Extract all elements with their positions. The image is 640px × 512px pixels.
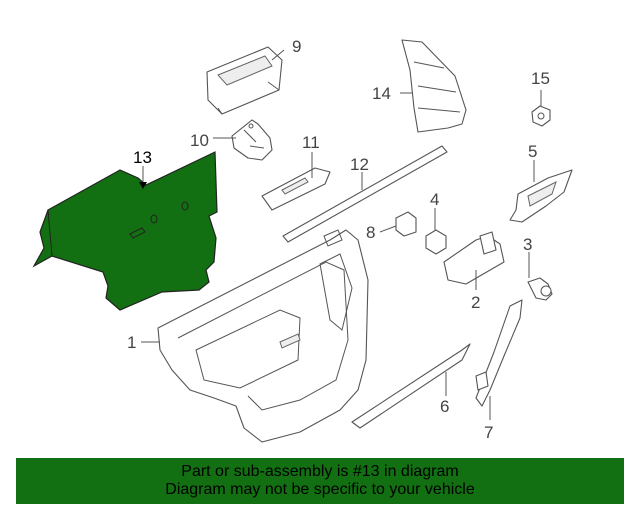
part-11-switch-plate[interactable]: [261, 167, 331, 211]
callout-5: 5: [528, 142, 537, 161]
callout-4: 4: [430, 190, 439, 209]
callout-14: 14: [372, 84, 391, 103]
part-13-panel[interactable]: [32, 151, 218, 311]
callout-3: 3: [523, 235, 532, 254]
callout-13: 13: [133, 148, 152, 167]
callout-6: 6: [440, 397, 449, 416]
part-15-nut[interactable]: [531, 105, 551, 127]
part-10-bracket[interactable]: [231, 119, 273, 161]
banner-line-1: Part or sub-assembly is #13 in diagram: [181, 463, 459, 480]
part-6-lower-strip[interactable]: [351, 343, 471, 429]
callout-2: 2: [471, 293, 480, 312]
part-7-pillar-trim[interactable]: [475, 299, 523, 407]
callout-11: 11: [302, 133, 320, 152]
part-1-door-panel[interactable]: [157, 229, 369, 443]
part-5-handle[interactable]: [509, 169, 573, 223]
callout-8: 8: [366, 223, 375, 242]
leader-lines: [139, 49, 542, 420]
part-13-hole: [181, 201, 189, 211]
part-4-plug[interactable]: [425, 229, 447, 255]
callout-10: 10: [190, 131, 209, 150]
part-3-screw[interactable]: [527, 277, 553, 301]
callout-12: 12: [350, 155, 369, 174]
callout-15: 15: [531, 69, 550, 88]
part-14-window-trim[interactable]: [401, 39, 467, 133]
banner-line-2: Diagram may not be specific to your vehi…: [165, 481, 475, 498]
callout-1: 1: [127, 333, 136, 352]
part-9-bezel[interactable]: [206, 46, 283, 115]
callout-9: 9: [292, 37, 301, 56]
part-13-hole: [129, 227, 146, 239]
part-13-hole: [150, 214, 158, 224]
callout-7: 7: [484, 423, 493, 442]
info-banner: Part or sub-assembly is #13 in diagram D…: [16, 458, 624, 504]
part-13-shape: [32, 151, 218, 311]
part-12-trim-strip[interactable]: [282, 145, 448, 243]
part-13-edge: [47, 209, 53, 257]
part-8-clip[interactable]: [395, 211, 417, 237]
part-2-bracket[interactable]: [443, 231, 505, 285]
